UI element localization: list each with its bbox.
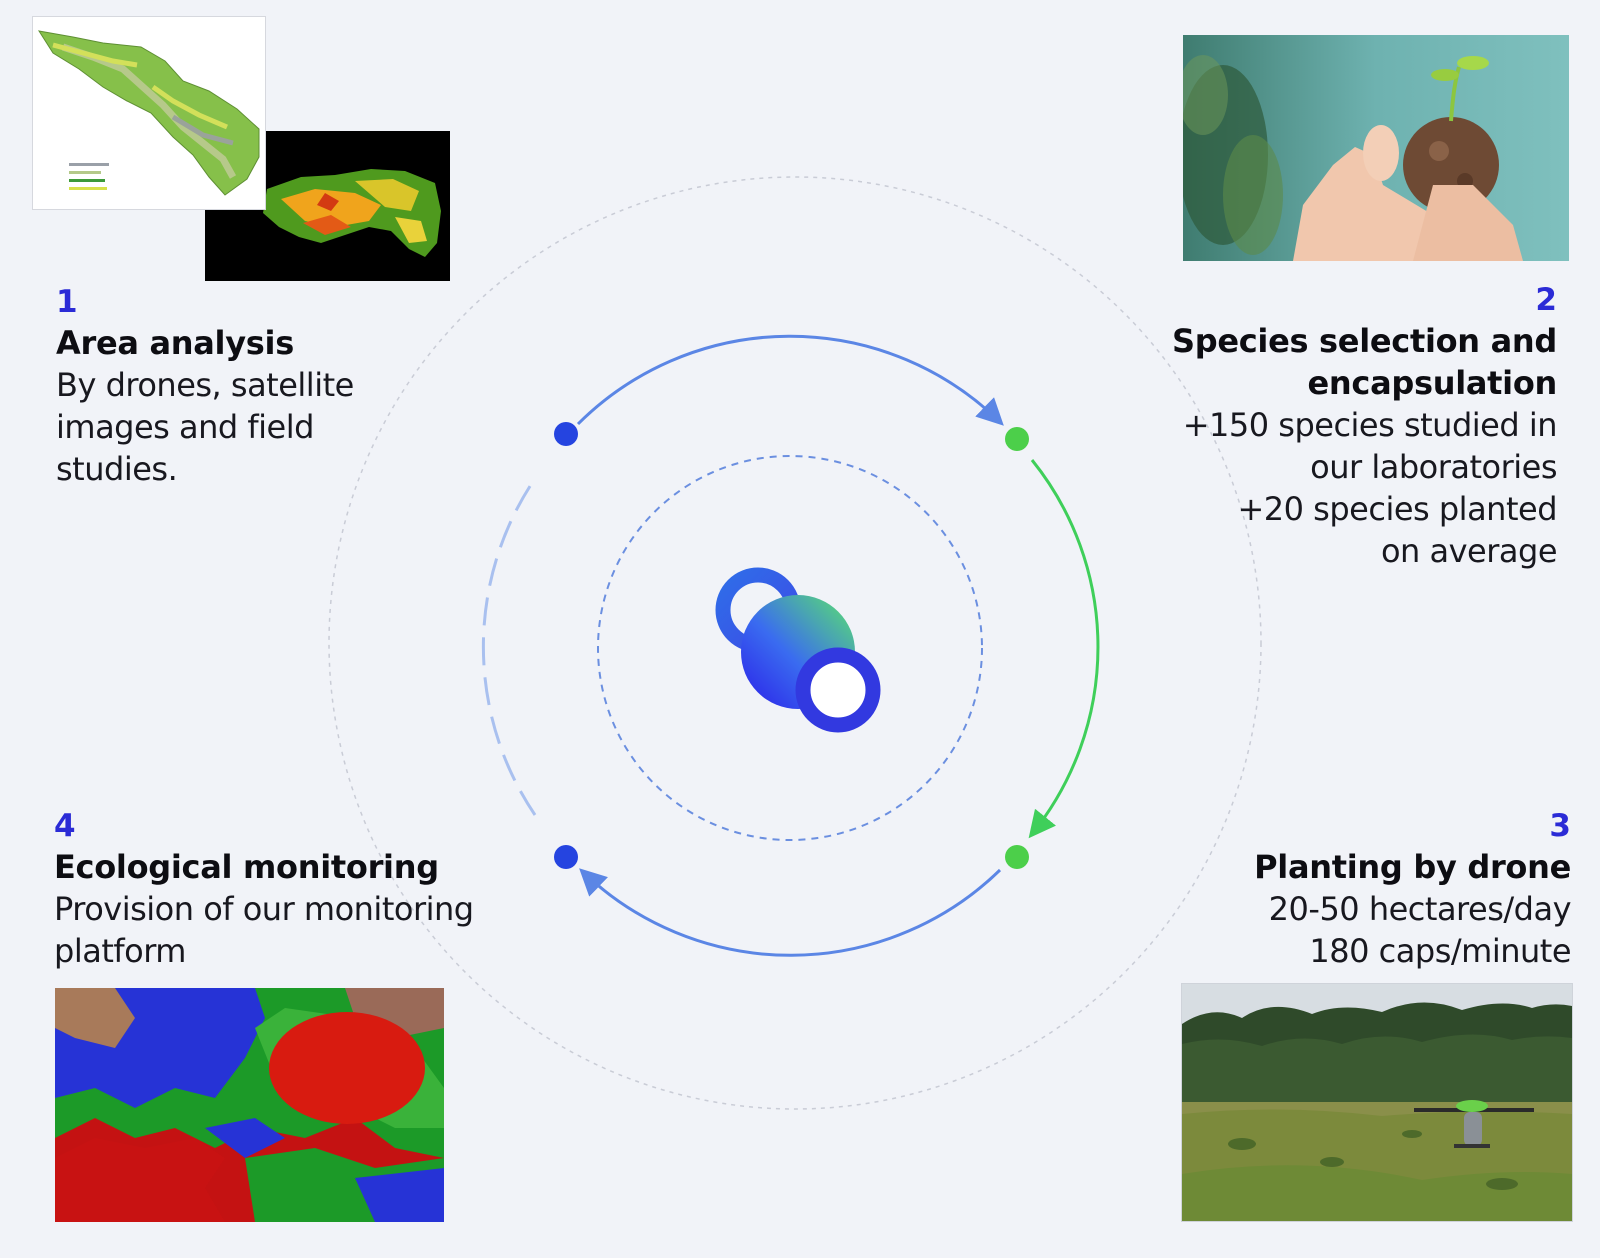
arrow-3-to-4 [579,868,1002,957]
inner-orbit [597,455,983,841]
step-description-line: Provision of our monitoring [54,890,474,928]
step-description-line: platform [54,932,186,970]
step-description-line: +20 species planted [1237,490,1557,528]
node-step-3 [1005,845,1029,869]
node-step-4 [554,845,578,869]
node-step-1 [554,422,578,446]
step-number: 4 [54,808,76,844]
step-description-line: 20-50 hectares/day [1268,890,1572,928]
step-planting-by-drone: 3 Planting by drone 20-50 hectares/day 1… [1171,806,1571,972]
arrow-1-to-2 [576,334,1004,426]
step-description-line: our laboratories [1310,448,1557,486]
step-title-line: Species selection and [1171,322,1557,360]
arrow-2-to-3 [1028,459,1100,839]
step-title: Area analysis [56,324,294,362]
outer-orbit [328,176,1262,1110]
step-title: Ecological monitoring [54,848,439,886]
step-number: 2 [1535,282,1557,318]
arrow-4-to-1 [481,479,537,816]
monitoring-map-image [55,988,444,1222]
step-description-line: images and field [56,408,314,446]
node-step-2 [1005,427,1029,451]
step-number: 3 [1549,808,1571,844]
step-species-selection: 2 Species selection and encapsulation +1… [1157,280,1558,572]
step-number: 1 [56,284,78,320]
step-description-line: studies. [56,450,178,488]
seed-capsule-photo [1183,35,1569,261]
step-title-line: encapsulation [1307,364,1558,402]
step-description-line: By drones, satellite [56,366,354,404]
step-area-analysis: 1 Area analysis By drones, satellite ima… [56,282,354,490]
step-description-line: 180 caps/minute [1309,932,1571,970]
area-map-image [32,16,266,210]
step-ecological-monitoring: 4 Ecological monitoring Provision of our… [54,806,474,972]
step-description-line: on average [1380,532,1558,570]
drone-field-photo [1181,983,1573,1222]
step-description-line: +150 species studied in [1182,406,1558,444]
step-title: Planting by drone [1254,848,1571,886]
drone-icon [1414,1100,1534,1148]
center-logo-icon [715,567,881,733]
